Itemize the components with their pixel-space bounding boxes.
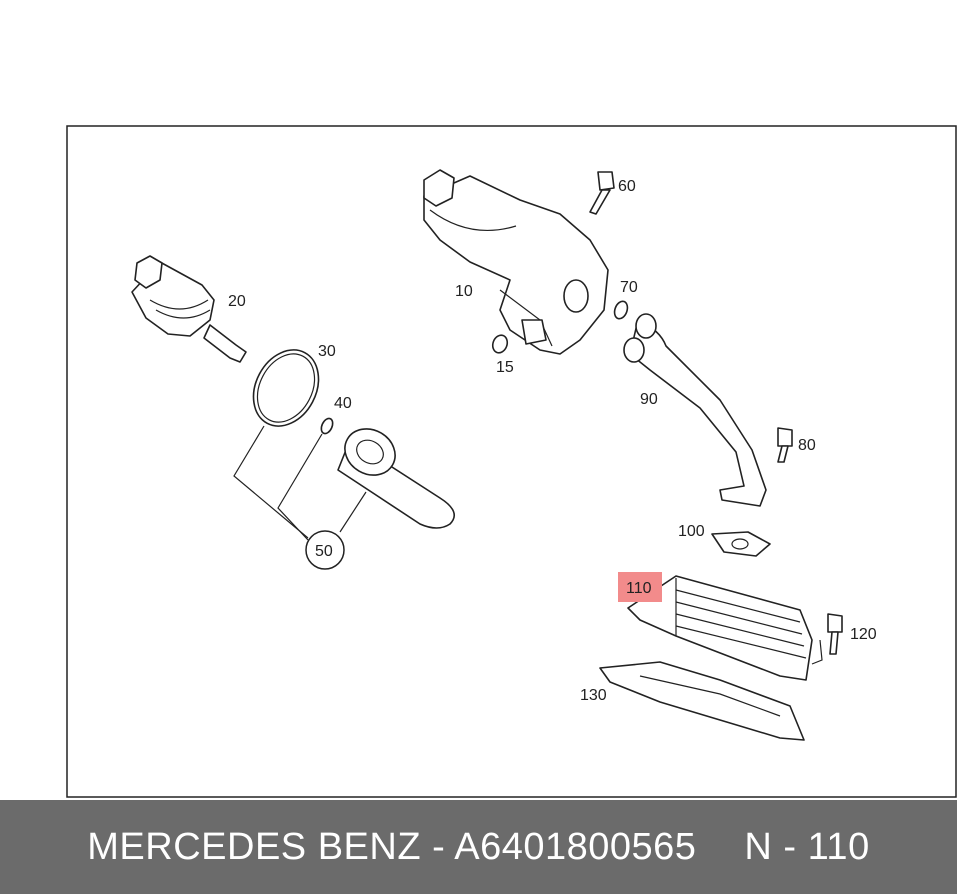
callout-130: 130 [580, 687, 607, 704]
callout-120: 120 [850, 626, 877, 643]
callout-100: 100 [678, 523, 705, 540]
callout-10: 10 [455, 283, 473, 300]
part-50-filter-element [337, 428, 456, 529]
part-130-gasket [599, 661, 805, 741]
callout-15: 15 [496, 359, 514, 376]
callout-30: 30 [318, 343, 336, 360]
part-100-gasket [711, 531, 771, 557]
callout-110-highlight [618, 572, 662, 602]
parts-diagram: 10 15 20 30 40 50 60 70 80 90 100 110 12… [66, 125, 957, 798]
callout-70: 70 [620, 279, 638, 296]
part-90-oil-pipe [623, 313, 767, 507]
leader-lines [233, 425, 823, 665]
callout-50: 50 [315, 543, 333, 560]
callout-40: 40 [334, 395, 352, 412]
part-120-bolt [827, 613, 843, 655]
part-40-small-seal [320, 417, 334, 435]
callout-20: 20 [228, 293, 246, 310]
callout-90: 90 [640, 391, 658, 408]
callout-60: 60 [618, 178, 636, 195]
part-80-bolt [777, 427, 793, 463]
brand-part-number: MERCEDES BENZ - A6401800565 [87, 825, 697, 868]
part-110-oil-cooler [627, 575, 813, 681]
part-20-filter-cap [131, 255, 247, 363]
part-number-footer: MERCEDES BENZ - A6401800565 N - 110 [0, 800, 957, 894]
part-70-seal [613, 300, 629, 320]
part-15-seal [491, 334, 509, 354]
callout-110: 110 [626, 580, 652, 597]
part-10-filter-housing [423, 169, 609, 355]
reference-number: N - 110 [744, 825, 870, 868]
callout-50-circle [305, 530, 345, 570]
part-30-o-ring [252, 349, 320, 427]
callout-80: 80 [798, 437, 816, 454]
part-60-bolt [589, 171, 615, 215]
